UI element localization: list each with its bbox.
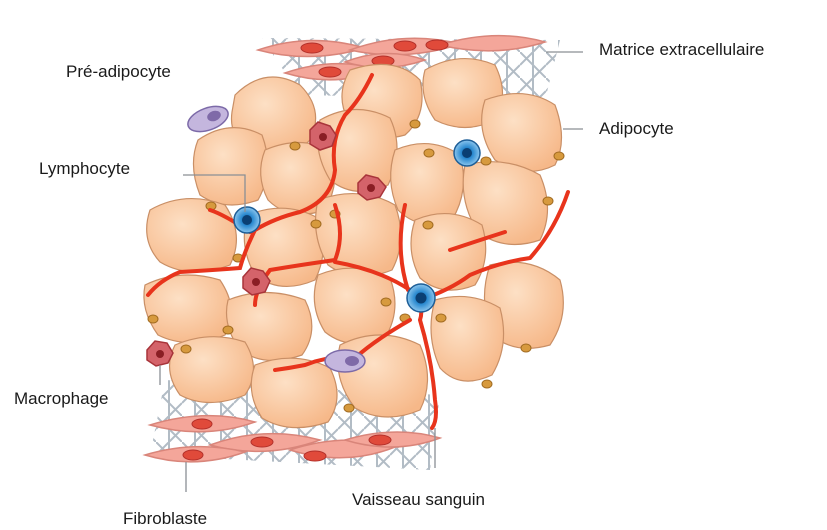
label-matrice-extracellulaire: Matrice extracellulaire: [599, 40, 764, 60]
label-pre-adipocyte: Pré-adipocyte: [66, 62, 171, 82]
label-lymphocyte: Lymphocyte: [39, 159, 130, 179]
label-adipocyte: Adipocyte: [599, 119, 674, 139]
label-vaisseau-sanguin: Vaisseau sanguin: [352, 490, 485, 510]
label-macrophage: Macrophage: [14, 389, 109, 409]
label-fibroblaste: Fibroblaste: [123, 509, 207, 529]
